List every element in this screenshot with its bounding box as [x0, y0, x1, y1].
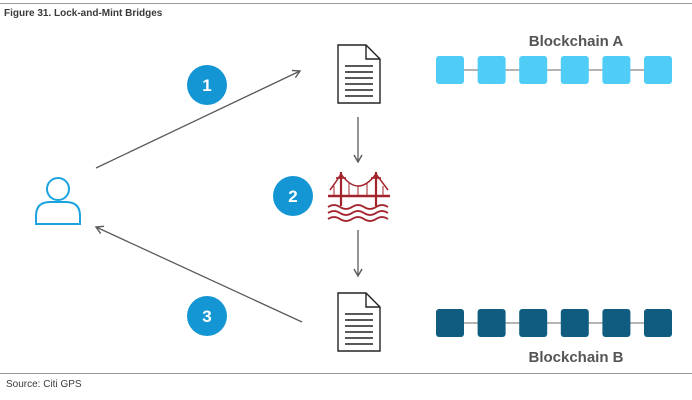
step-3-badge: 3: [187, 296, 227, 336]
block: [477, 56, 506, 84]
block: [644, 309, 672, 337]
step-1-badge: 1: [187, 65, 227, 105]
figure-title: Figure 31. Lock-and-Mint Bridges: [4, 8, 163, 19]
svg-text:2: 2: [288, 187, 297, 206]
blockchain-b-label: Blockchain B: [528, 349, 623, 366]
block: [436, 56, 464, 84]
bridge-icon: [327, 172, 390, 222]
blockchain-a-label: Blockchain A: [529, 33, 624, 50]
block: [602, 309, 631, 337]
user-icon: [35, 177, 81, 225]
block: [477, 309, 506, 337]
top-rule: [0, 3, 692, 4]
document-icon-top: [337, 44, 381, 104]
arrow-to-document-a: [95, 69, 302, 169]
block: [436, 309, 464, 337]
block: [560, 309, 589, 337]
block: [560, 56, 589, 84]
source-note: Source: Citi GPS: [6, 379, 82, 390]
document-icon-bottom: [337, 292, 381, 352]
block: [602, 56, 631, 84]
blockchain-b: [436, 309, 672, 337]
bottom-rule: [0, 373, 692, 374]
block: [519, 56, 548, 84]
blockchain-a: [436, 56, 672, 84]
block: [644, 56, 672, 84]
arrow-to-user: [94, 225, 303, 323]
svg-text:1: 1: [202, 76, 211, 95]
block: [519, 309, 548, 337]
step-2-badge: 2: [273, 176, 313, 216]
svg-text:3: 3: [202, 307, 211, 326]
